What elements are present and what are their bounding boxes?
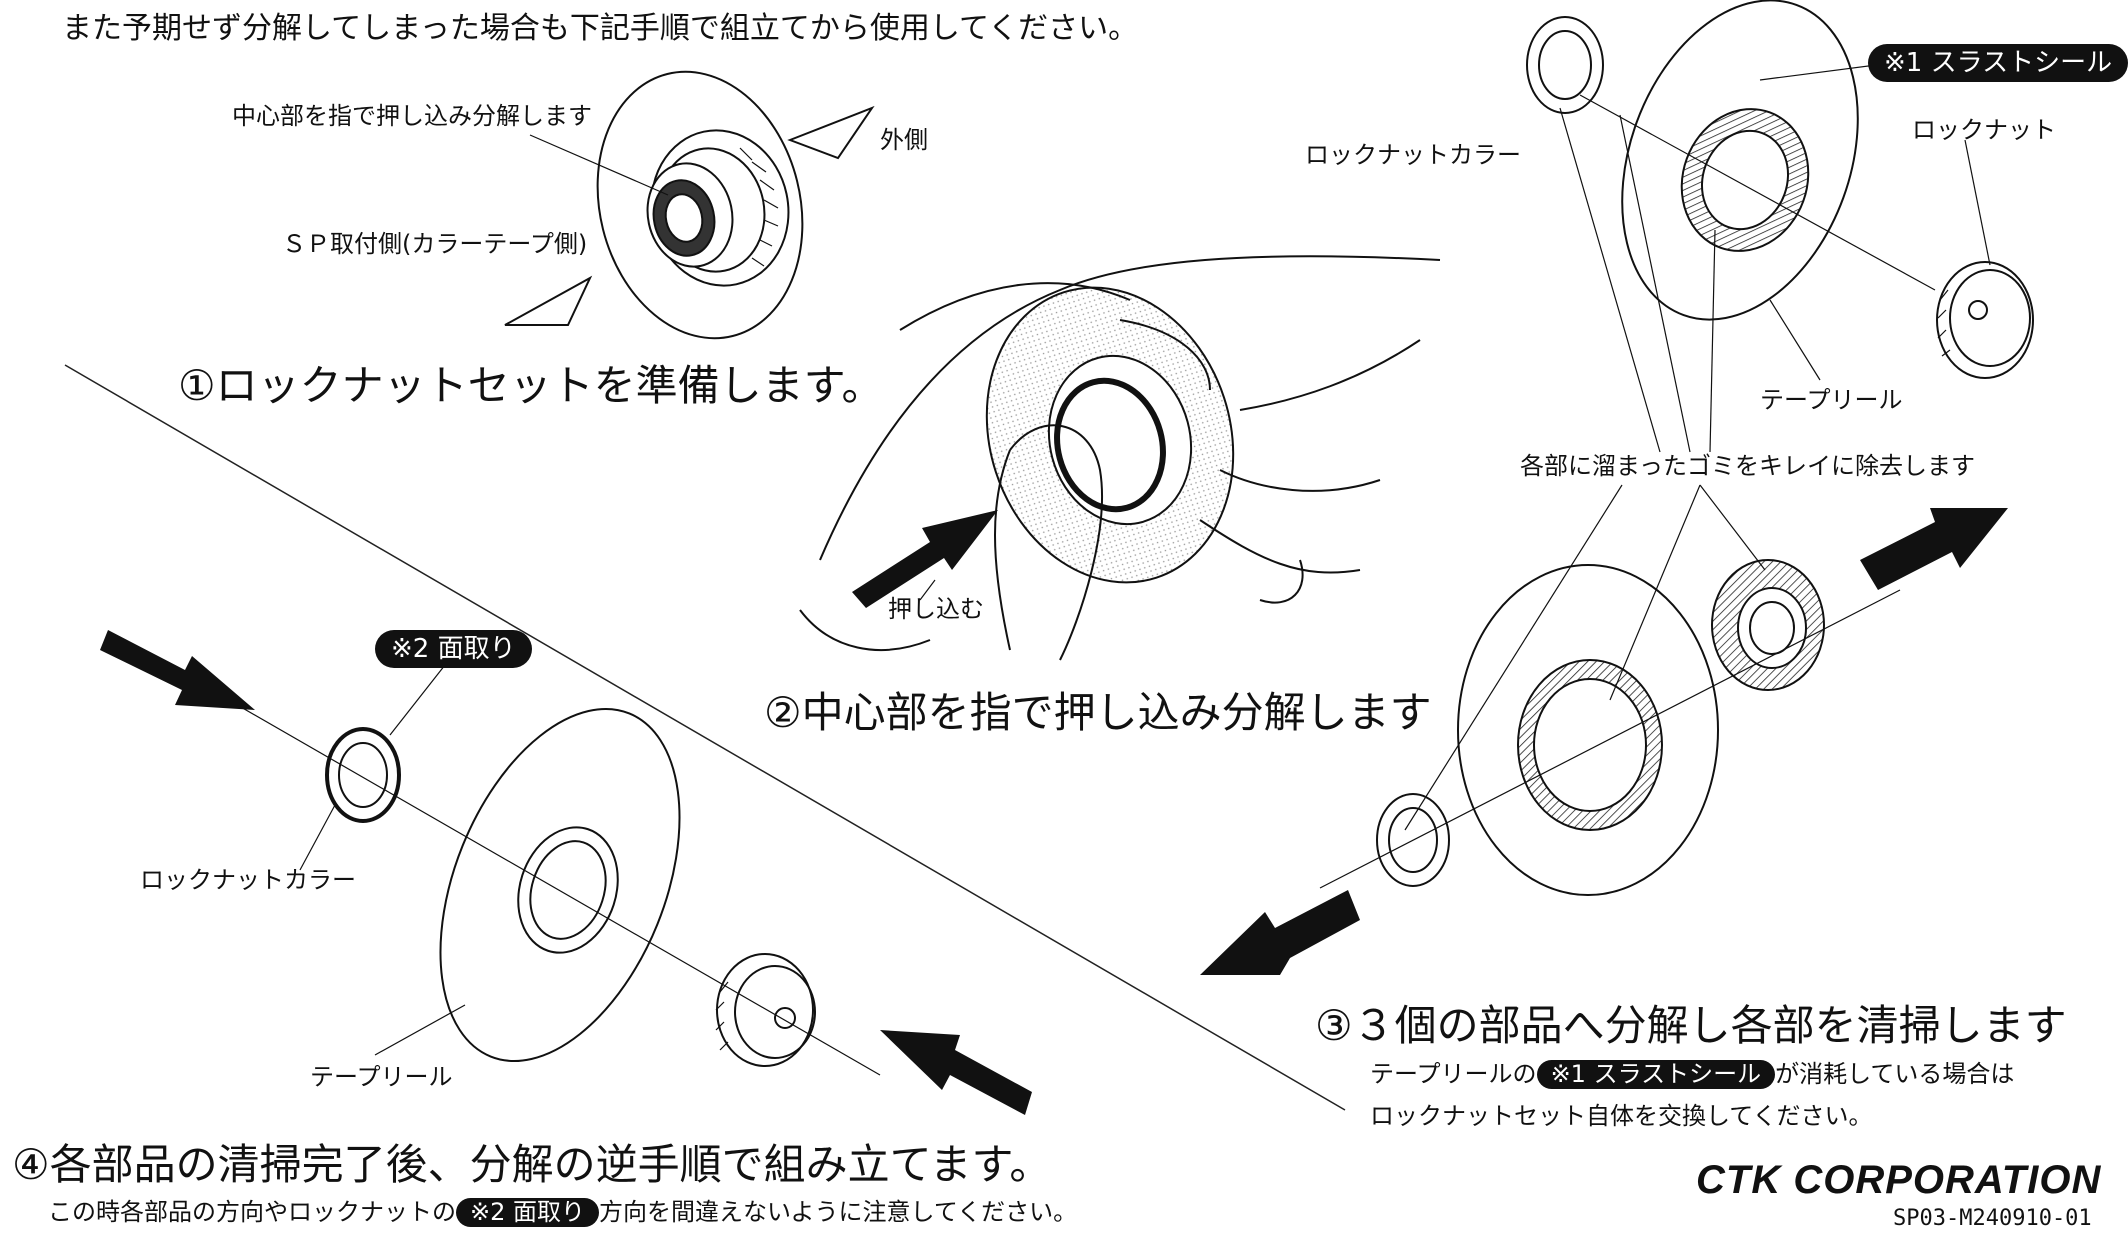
step4-title: ④各部品の清掃完了後、分解の逆手順で組み立てます。 bbox=[12, 1140, 1052, 1189]
in-arrow-topleft-icon bbox=[100, 630, 255, 710]
seal-badge: ※1 スラストシール bbox=[1868, 44, 2128, 82]
top-locknut bbox=[1936, 261, 2034, 379]
brand-name: CTK CORPORATION bbox=[1696, 1158, 2102, 1202]
label-push: 押し込む bbox=[888, 595, 984, 623]
step3-leader-lines bbox=[1404, 57, 1991, 831]
step1-locknut-set bbox=[596, 70, 804, 340]
label-sp-side: ＳＰ取付側(カラーテープ側) bbox=[282, 230, 588, 258]
seal-note-badge: ※1 スラストシール bbox=[1536, 1060, 1776, 1089]
label-collar-top: ロックナットカラー bbox=[1305, 141, 1521, 169]
label-center-push: 中心部を指で押し込み分解します bbox=[232, 102, 592, 130]
sp-side-arrow-icon bbox=[504, 275, 593, 326]
label-reel-bottom: テープリール bbox=[310, 1063, 453, 1091]
step1-title: ①ロックナットセットを準備します。 bbox=[178, 361, 884, 410]
label-collar-bottom: ロックナットカラー bbox=[140, 866, 356, 894]
step3-note-line1: テープリールの※1 スラストシールが消耗している場合は bbox=[1370, 1060, 2015, 1089]
step3-top-parts bbox=[1526, 0, 2034, 379]
step4-parts bbox=[219, 694, 881, 1076]
outside-arrow-icon bbox=[787, 105, 875, 160]
step3-bottom-parts bbox=[1319, 559, 1901, 896]
assembly-diagram bbox=[64, 0, 2034, 1115]
chamfer-note-badge: ※2 面取り bbox=[456, 1198, 600, 1227]
step4-collar bbox=[325, 727, 401, 823]
step4-note: この時各部品の方向やロックナットの※2 面取り方向を間違えないように注意してくだ… bbox=[48, 1198, 1078, 1227]
step2-hand-illustration bbox=[799, 255, 1441, 661]
step3-title: ③３個の部品へ分解し各部を清掃します bbox=[1315, 1001, 2067, 1050]
label-reel-top: テープリール bbox=[1760, 386, 1903, 414]
step2-title: ②中心部を指で押し込み分解します bbox=[764, 688, 1432, 737]
in-arrow-bottomright-icon bbox=[880, 1030, 1032, 1115]
divider-line bbox=[64, 364, 1346, 1111]
step4-reel bbox=[439, 708, 681, 1062]
label-outside: 外側 bbox=[880, 126, 928, 154]
label-locknut-top: ロックナット bbox=[1912, 116, 2056, 144]
chamfer-badge: ※2 面取り bbox=[375, 630, 532, 668]
out-arrow-downleft-icon bbox=[1200, 890, 1360, 975]
out-arrow-upright-icon bbox=[1860, 508, 2008, 590]
push-arrow-icon bbox=[852, 510, 998, 608]
header-note: また予期せず分解してしまった場合も下記手順で組立てから使用してください。 bbox=[62, 11, 1139, 46]
document-code: SP03-M240910-01 bbox=[1893, 1206, 2092, 1231]
label-clean: 各部に溜まったゴミをキレイに除去します bbox=[1520, 452, 1976, 480]
step3-note-line2: ロックナットセット自体を交換してください。 bbox=[1370, 1102, 1873, 1130]
